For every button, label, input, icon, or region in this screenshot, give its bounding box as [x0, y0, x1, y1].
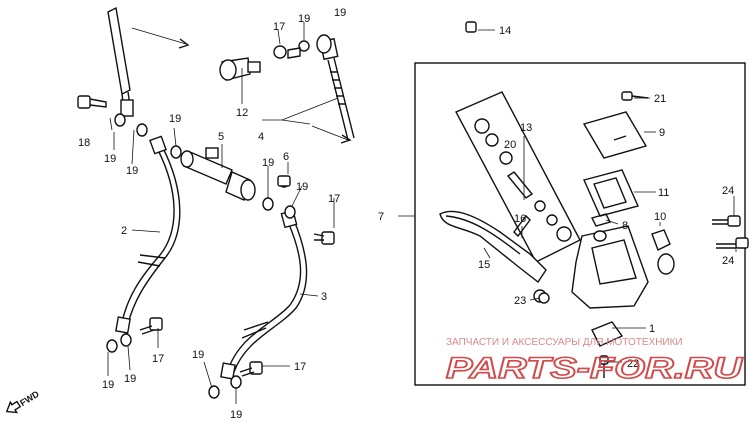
pivot-bolt: [513, 214, 531, 238]
callout-10: 10: [654, 211, 666, 223]
callout-17-left: 17: [152, 353, 164, 365]
callout-19-k: 19: [230, 409, 242, 421]
reservoir-cap: [582, 111, 648, 159]
nut-6: [277, 175, 291, 187]
forward-direction-indicator: FWD: [5, 389, 41, 414]
cap-screw: [621, 91, 649, 101]
arrow-head-upper: [178, 38, 190, 49]
callout-20: 20: [504, 139, 516, 151]
callout-24-bottom: 24: [722, 255, 734, 267]
nut-23: [538, 292, 550, 304]
callout-3: 3: [321, 291, 327, 303]
callout-19-c: 19: [104, 153, 116, 165]
callout-19-d: 19: [126, 165, 138, 177]
callout-13: 13: [520, 122, 532, 134]
callout-19-a: 19: [298, 13, 310, 25]
callout-15: 15: [478, 259, 490, 271]
callout-21: 21: [654, 93, 666, 105]
bolt-24-group: [712, 215, 749, 249]
leader-lines: [107, 22, 737, 404]
callout-16: 16: [514, 213, 526, 225]
callout-1: 1: [649, 323, 655, 335]
callout-2: 2: [121, 225, 127, 237]
callout-7: 7: [378, 211, 384, 223]
callout-5: 5: [218, 131, 224, 143]
reservoir-diaphragm: [583, 169, 639, 217]
piston-kit: [455, 91, 581, 263]
callout-19-j: 19: [192, 349, 204, 361]
banjo-fitting: [219, 57, 261, 81]
forward-arrow-icon: [5, 400, 22, 414]
callout-12: 12: [236, 107, 248, 119]
callout-17-bottom: 17: [294, 361, 306, 373]
lever-spring: [590, 213, 612, 227]
three-way-joint: [180, 147, 256, 201]
callout-19-i: 19: [124, 373, 136, 385]
callout-18: 18: [78, 137, 90, 149]
callout-23: 23: [514, 295, 526, 307]
master-cylinder-frame: [414, 62, 746, 386]
callout-24-top: 24: [722, 185, 734, 197]
direction-arrow-upper: [131, 27, 187, 45]
switch-boot: [651, 229, 675, 275]
bolt-14: [465, 21, 477, 33]
callout-19-f: 19: [262, 157, 274, 169]
bolt-17-group: [139, 47, 335, 377]
callout-17-mid: 17: [328, 193, 340, 205]
callout-19-h: 19: [102, 379, 114, 391]
callout-11: 11: [658, 187, 669, 199]
callout-19-g: 19: [296, 181, 308, 193]
brake-hose-lower: [220, 209, 308, 380]
bolt-18: [77, 95, 107, 109]
watermark-logo: PARTS-FOR.RU: [446, 352, 744, 385]
forward-label: FWD: [18, 389, 41, 409]
arrow-head-mid: [340, 134, 352, 144]
direction-arrow-mid: [311, 125, 349, 141]
master-cylinder-body: [571, 225, 649, 309]
callout-19-e: 19: [169, 113, 181, 125]
callout-8: 8: [622, 220, 628, 232]
callout-14: 14: [499, 25, 511, 37]
washer-group: [106, 40, 310, 399]
callout-19-b: 19: [334, 7, 346, 19]
callout-4: 4: [258, 131, 264, 143]
callout-17-top: 17: [273, 21, 285, 33]
watermark-tagline: ЗАПЧАСТИ И АКСЕССУАРЫ ДЛЯ МОТОТЕХНИКИ: [446, 337, 683, 348]
callout-6: 6: [283, 151, 289, 163]
brake-lever: [439, 210, 547, 284]
callout-22: 22: [627, 358, 639, 370]
metal-brake-pipe: [316, 34, 355, 141]
brake-hose-upper: [107, 6, 181, 334]
callout-9: 9: [659, 127, 665, 139]
